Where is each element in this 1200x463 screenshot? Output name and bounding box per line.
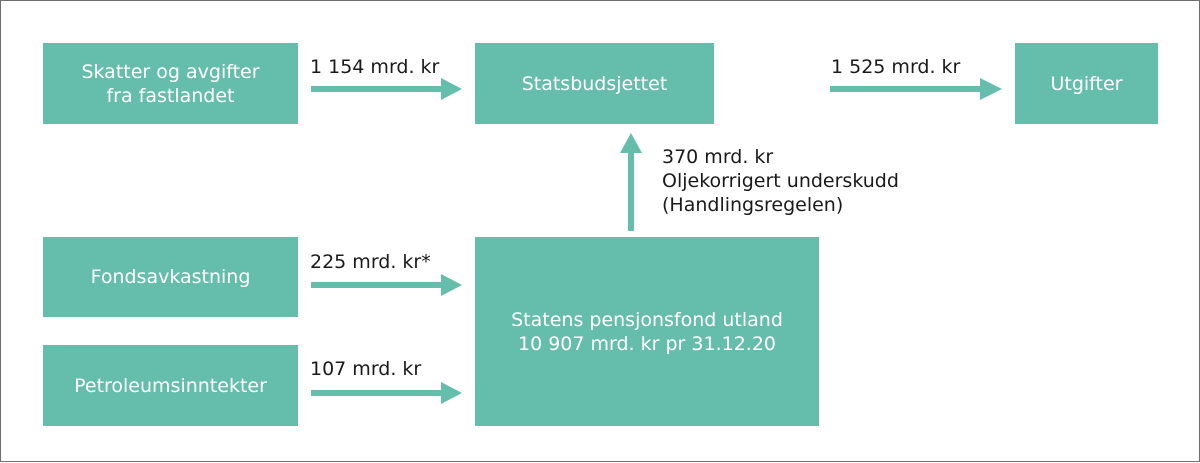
node-skatter-og-avgifter: Skatter og avgifter fra fastlandet <box>43 43 298 124</box>
arrow-right-icon <box>311 274 462 296</box>
arrow-right-icon <box>311 382 462 404</box>
node-label: Utgifter <box>1050 72 1123 95</box>
node-petroleumsinntekter: Petroleumsinntekter <box>43 345 298 426</box>
node-label: Skatter og avgifter fra fastlandet <box>81 60 260 107</box>
node-fondsavkastning: Fondsavkastning <box>43 237 298 317</box>
edge-label-fondsavkastning: 225 mrd. kr* <box>310 251 431 273</box>
arrow-right-icon <box>311 78 462 100</box>
node-label: Statens pensjonsfond utland 10 907 mrd. … <box>511 308 783 355</box>
edge-label-petroleum: 107 mrd. kr <box>310 358 422 380</box>
arrow-up-icon <box>620 133 642 231</box>
node-utgifter: Utgifter <box>1015 43 1158 124</box>
arrow-right-icon <box>830 78 1002 100</box>
node-statens-pensjonsfond-utland: Statens pensjonsfond utland 10 907 mrd. … <box>475 237 819 426</box>
node-label: Statsbudsjettet <box>521 72 668 95</box>
edge-label-budsjett-utgifter: 1 525 mrd. kr <box>831 56 961 78</box>
edge-label-handlingsregelen: 370 mrd. kr Oljekorrigert underskudd (Ha… <box>662 146 899 216</box>
edge-label-skatter-budsjett: 1 154 mrd. kr <box>310 56 440 78</box>
node-statsbudsjettet: Statsbudsjettet <box>475 43 714 124</box>
node-label: Petroleumsinntekter <box>74 374 267 397</box>
node-label: Fondsavkastning <box>90 266 251 288</box>
